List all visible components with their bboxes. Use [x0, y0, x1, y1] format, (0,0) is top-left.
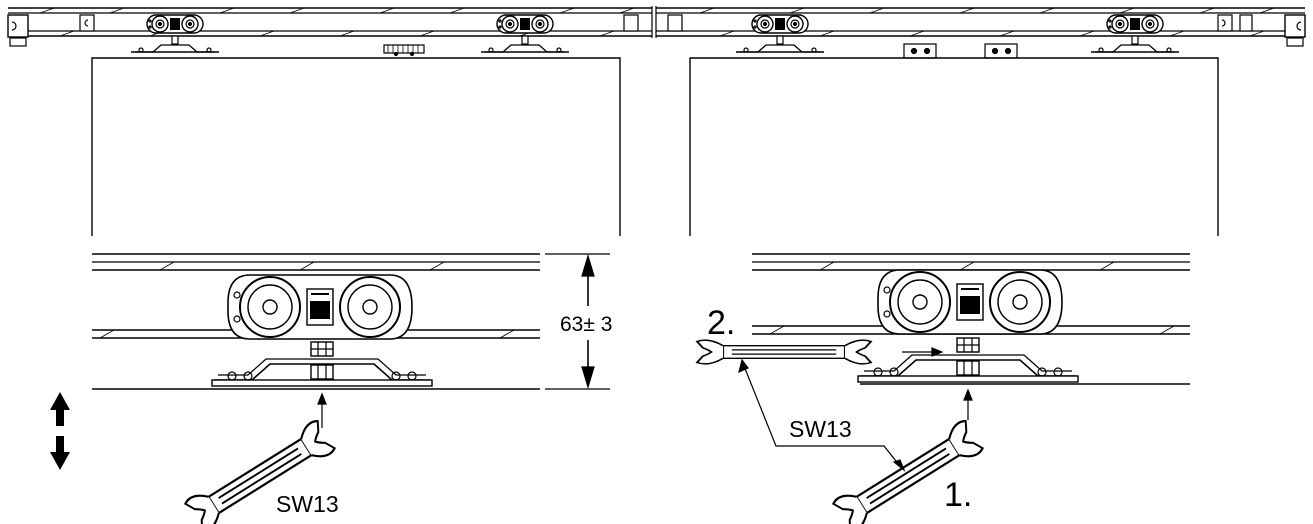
center-clip-left [383, 44, 425, 57]
wrench-size-left: SW13 [276, 491, 339, 517]
detail-left-roller [227, 274, 413, 340]
center-clips-right [903, 43, 1018, 59]
leader-lines [738, 358, 906, 472]
up-down-arrow-icon [50, 392, 70, 470]
dimension-arrow [545, 253, 610, 390]
left-wrench-arrow [317, 392, 327, 428]
top-roller-right-1 [735, 14, 825, 53]
wrench-size-right: SW13 [789, 416, 852, 442]
step-2-label: 2. [707, 304, 735, 342]
dimension-label: 63± 3 [560, 313, 612, 336]
top-rail [7, 6, 1306, 47]
top-roller-right-2 [1090, 14, 1180, 53]
wrench-icon [695, 339, 873, 365]
detail-right-bracket [857, 337, 1079, 383]
detail-right-roller [877, 269, 1063, 335]
detail-left-bracket [211, 341, 433, 387]
horizontal-arrow [902, 347, 944, 357]
door-panel-left [91, 57, 621, 236]
door-panel-right [689, 57, 1219, 236]
step-1-label: 1. [944, 476, 972, 514]
top-roller-left-1 [130, 14, 220, 53]
right-wrench-arrow [963, 388, 973, 420]
top-roller-left-2 [480, 14, 570, 53]
